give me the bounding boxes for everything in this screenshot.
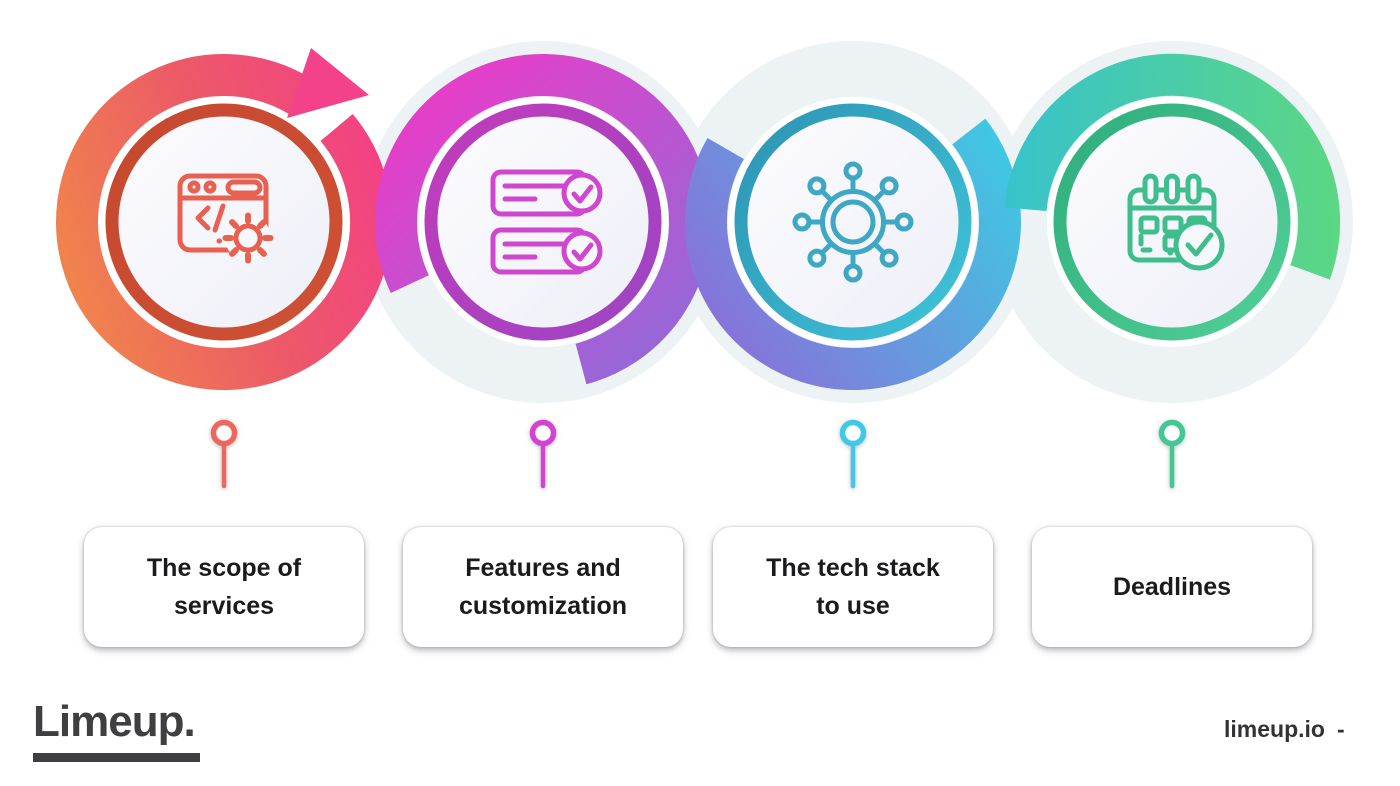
step-card-1: The scope of services	[84, 527, 364, 647]
step-circle-2	[424, 103, 662, 341]
company-logo: Limeup.	[33, 697, 196, 746]
connector-step1	[210, 419, 238, 489]
step-card-1-line-1: The scope of	[146, 554, 302, 582]
ribbon-arc-step1	[56, 54, 392, 391]
tech-hub-icon	[792, 161, 914, 283]
ribbon-bands	[56, 48, 1341, 391]
step-card-3-line-1: The tech stack	[766, 554, 940, 582]
logo-underline	[33, 753, 200, 762]
connector-step4	[1158, 419, 1186, 489]
step-circle-3	[734, 103, 972, 341]
step-card-2-line-1: Features and	[465, 554, 621, 582]
ribbon-arc-step2	[375, 54, 712, 385]
ribbon-arc-step3	[685, 118, 1021, 390]
attribution-dash: -	[1336, 716, 1345, 742]
attribution-label: limeup.io	[1224, 716, 1325, 742]
connectors	[210, 419, 1186, 489]
ribbon-arrowhead	[287, 48, 369, 118]
step-card-3-line-2: to use	[816, 592, 890, 620]
step-circle-4	[1053, 103, 1291, 341]
checklist-icon	[490, 169, 603, 275]
calendar-check-icon	[1127, 173, 1225, 271]
step-circles	[105, 103, 1291, 341]
step-circle-1	[105, 103, 343, 341]
step-card-1-line-2: services	[173, 592, 275, 620]
step-card-2: Features and customization	[403, 527, 683, 647]
browser-code-gear-icon	[177, 173, 274, 264]
step-card-4-line-1: Deadlines	[1112, 573, 1232, 601]
step-card-2-line-2: customization	[458, 592, 628, 620]
connector-step3	[839, 419, 867, 489]
step-card-4: Deadlines	[1032, 527, 1312, 647]
step-card-3: The tech stack to use	[713, 527, 993, 647]
ribbon-arc-step4	[1004, 53, 1341, 280]
attribution-text: limeup.io-	[1224, 716, 1345, 743]
connector-step2	[529, 419, 557, 489]
